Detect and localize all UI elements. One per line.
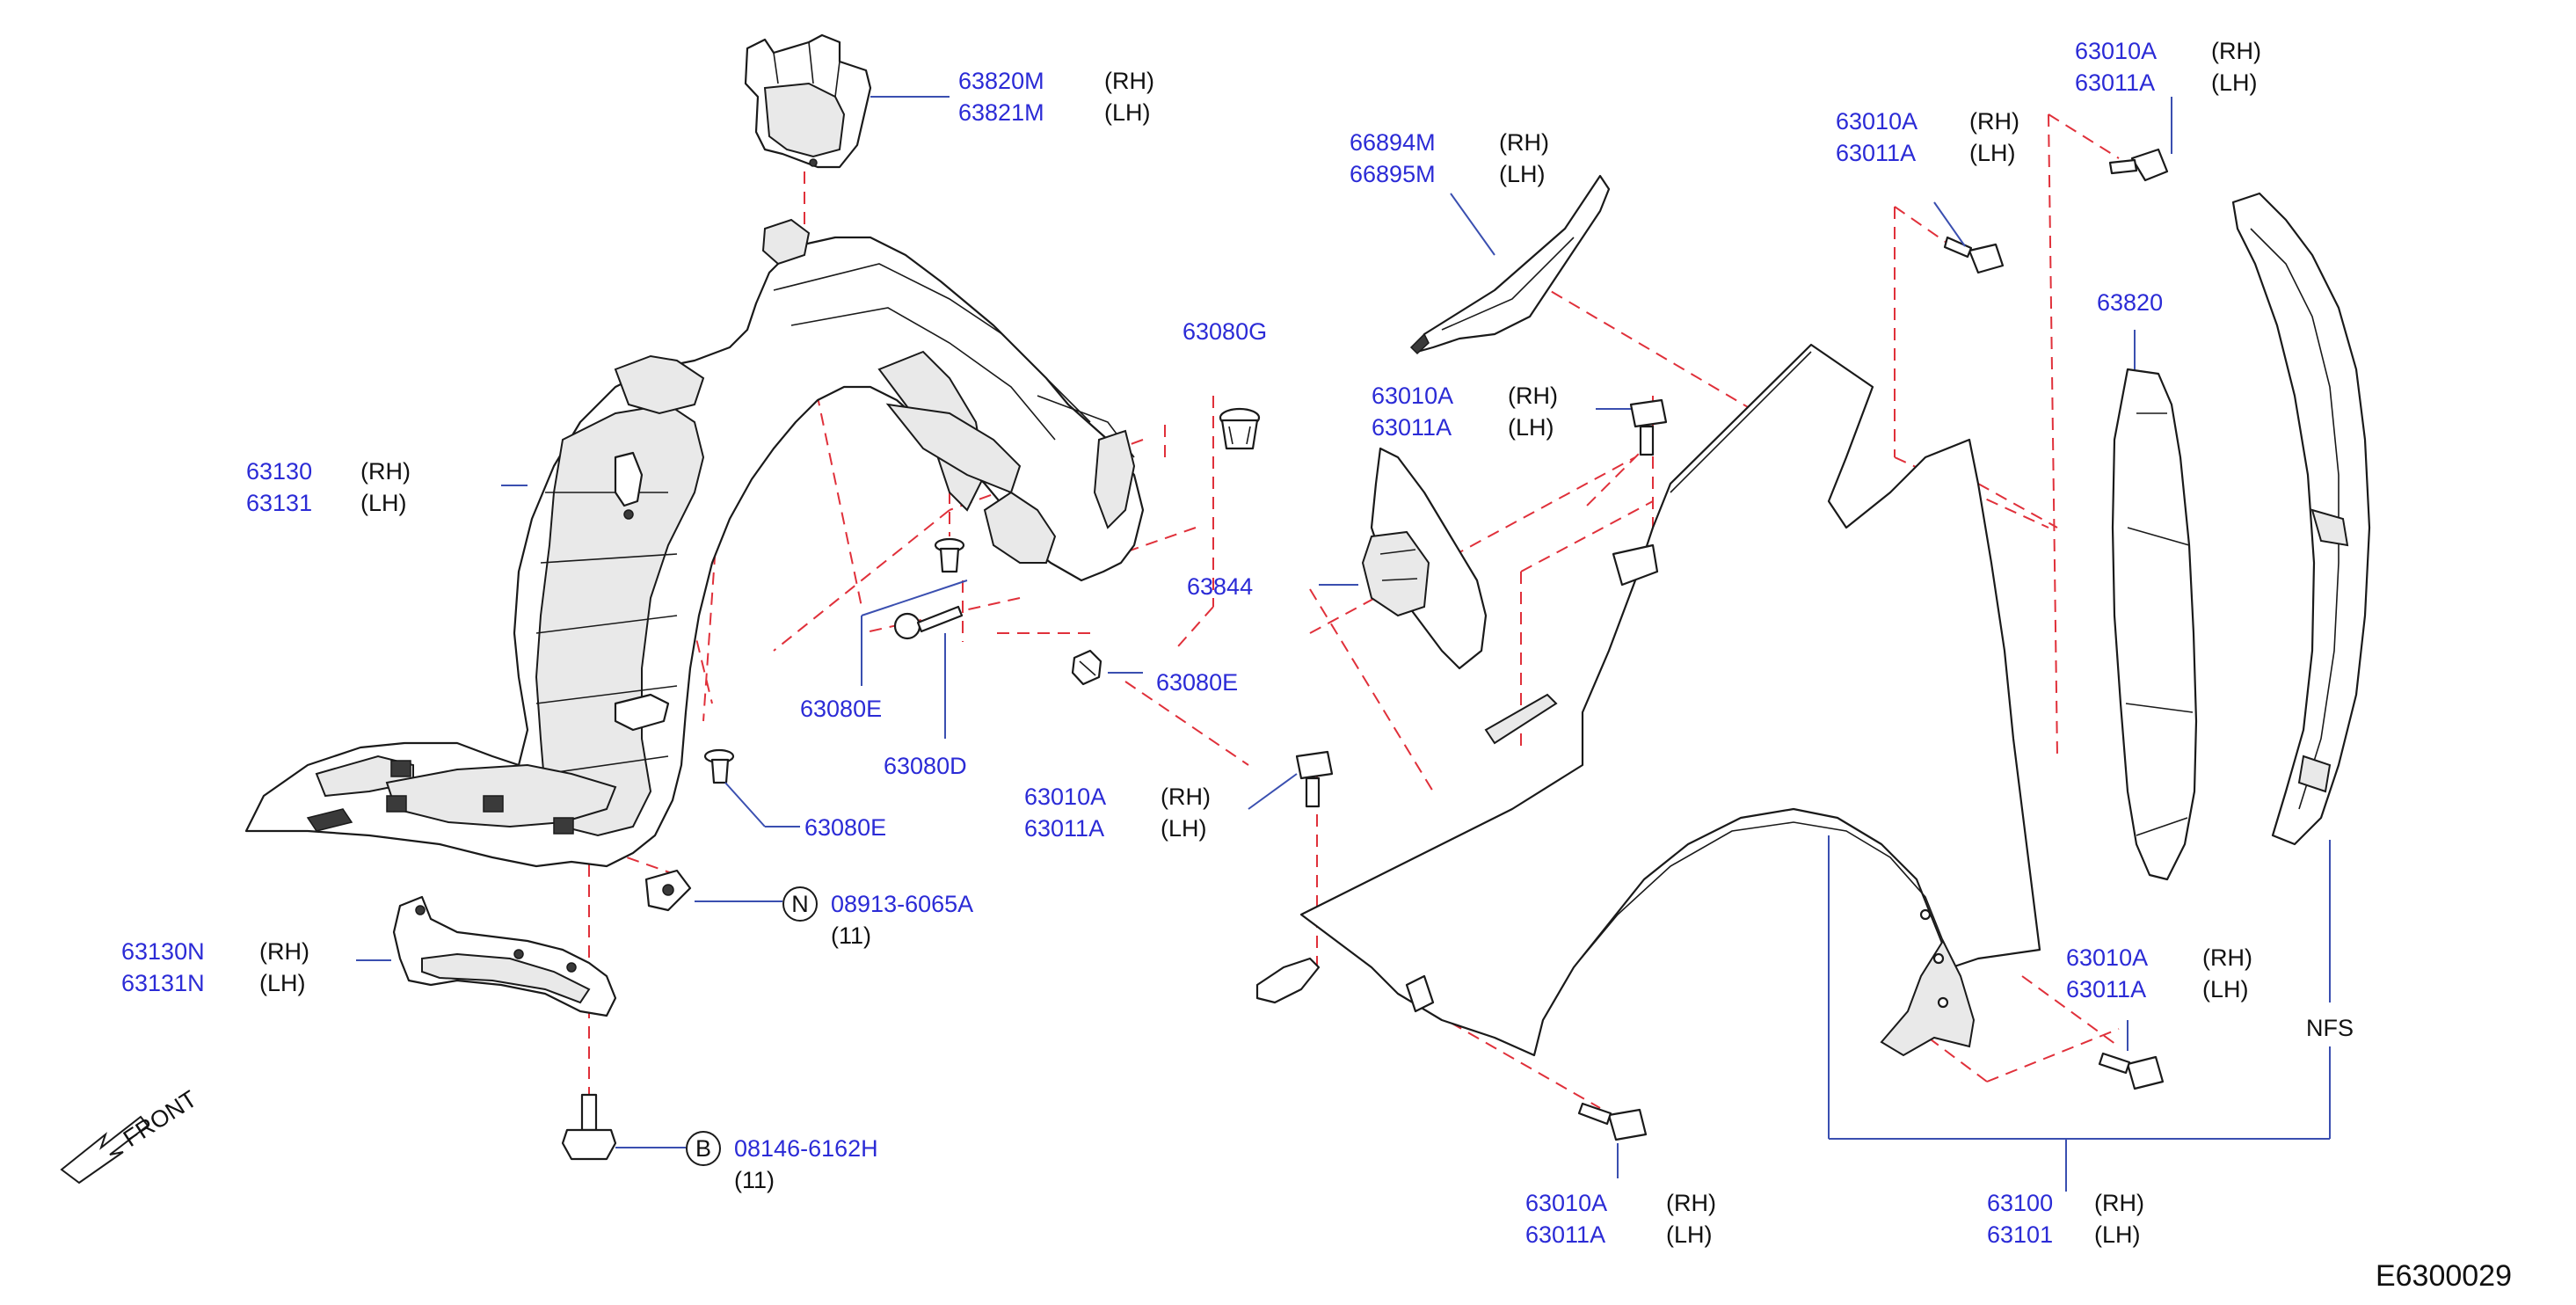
part-number: 63011A [1836,140,1916,166]
part-number: 63080E [800,696,882,722]
side-label: (RH) [259,938,309,965]
part-number: 66894M [1350,129,1436,156]
quantity: (11) [831,922,871,949]
front-label: FRONT [119,1085,201,1152]
screw-icon [1295,750,1334,808]
clip-63080e-right [1071,649,1102,686]
front-arrow: FRONT [60,1085,201,1185]
lining-nfs-part [2231,192,2371,846]
part-number: 63011A [1372,414,1452,441]
part-number: 63010A [2075,38,2157,64]
screw-icon [2098,1052,2165,1090]
diagram-id: E6300029 [2376,1259,2512,1293]
bolt-badge: B [686,1131,721,1166]
side-label: (RH) [2094,1190,2144,1216]
side-label: (RH) [1161,784,1211,810]
part-number: 63130N [121,938,205,965]
lower-protector-part [392,895,617,1017]
leader-lines [356,96,2331,1192]
part-number: 08146-6162H [734,1135,878,1162]
side-label: (RH) [1104,68,1154,94]
side-label: (LH) [1666,1221,1713,1248]
part-number: 63010A [2066,944,2148,971]
seal-63820-part [2111,368,2198,881]
screw-icon [1943,236,2005,274]
nfs-label: NFS [2306,1015,2354,1041]
screw-icon [1629,398,1668,456]
bolt-08146 [561,1093,617,1161]
side-label: (LH) [1508,414,1554,441]
fender-part [1255,343,2041,1057]
part-number: 63011A [1525,1221,1605,1248]
side-label: (RH) [360,458,411,485]
side-label: (LH) [259,970,306,996]
part-number: 63011A [1024,815,1104,842]
fender-protector-part [244,218,1145,868]
part-number: 63080E [1156,669,1238,696]
part-number: 63011A [2075,69,2155,96]
side-label: (RH) [1969,108,2019,135]
nut-08913 [644,869,692,912]
side-label: (RH) [1499,129,1549,156]
part-number: 63011A [2066,976,2146,1002]
side-label: (LH) [360,490,407,516]
side-label: (LH) [2211,69,2258,96]
part-number: 63010A [1372,383,1453,409]
bracket-63844-part [1361,447,1488,670]
part-number: 63010A [1836,108,1917,135]
side-label: (LH) [2202,976,2249,1002]
side-label: (LH) [1161,815,1207,842]
part-number: 63820M [958,68,1044,94]
side-label: (LH) [2094,1221,2141,1248]
side-label: (LH) [1499,161,1546,187]
part-number: 63080G [1182,318,1267,345]
side-label: (LH) [1969,140,2016,166]
part-number: 63820 [2097,289,2163,316]
clip-63080e-lower [703,748,735,784]
screw-icon [2108,148,2169,182]
clip-63080d [893,605,964,640]
side-label: (RH) [1508,383,1558,409]
side-label: (LH) [1104,99,1151,126]
clip-63080e-upper [934,537,965,573]
part-number: 63080E [804,814,886,841]
side-label: (RH) [2211,38,2261,64]
part-number: 63100 [1987,1190,2053,1216]
part-number: 63101 [1987,1221,2053,1248]
part-labels: 63820M (RH) 63821M (LH) 63130 (RH) 63131… [121,38,2512,1293]
badge-letter: B [695,1135,711,1162]
splash-bracket-part [744,33,872,169]
part-number: 63821M [958,99,1044,126]
part-number: 63844 [1187,573,1253,600]
moulding-part [1409,174,1611,355]
part-number: 63131N [121,970,205,996]
part-number: 63010A [1525,1190,1607,1216]
side-label: (RH) [1666,1190,1716,1216]
side-label: (RH) [2202,944,2252,971]
part-number: 63080D [884,753,967,779]
part-number: 08913-6065A [831,891,973,917]
part-number: 63130 [246,458,312,485]
screw-icon [1577,1102,1648,1141]
part-number: 63010A [1024,784,1106,810]
badge-letter: N [791,891,809,917]
quantity: (11) [734,1167,775,1193]
nut-badge: N [782,886,818,922]
clip-63080g [1219,407,1261,450]
screw-fasteners [1295,148,2169,1141]
part-number: 63131 [246,490,312,516]
part-number: 66895M [1350,161,1436,187]
